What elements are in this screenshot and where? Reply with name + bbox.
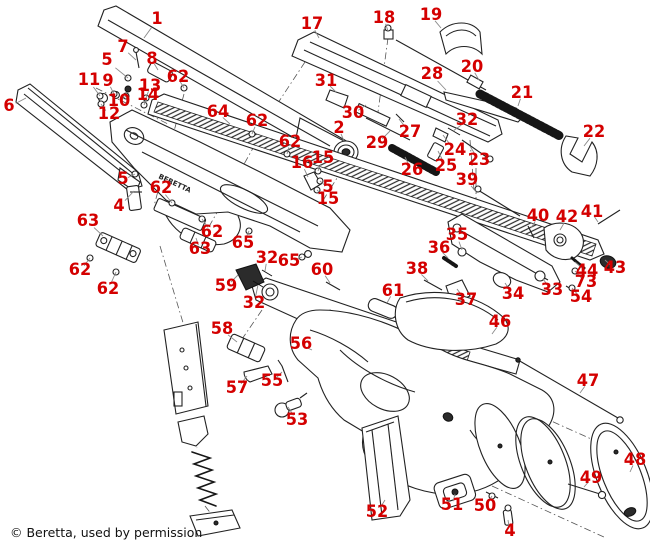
buttpad-drawing: [474, 403, 650, 530]
front-rail-drawing: [15, 83, 143, 193]
trigger-group-drawing: [423, 185, 621, 305]
magazine-drawing: [361, 415, 477, 521]
side-rails-drawing: [95, 227, 308, 418]
cheek-panel-drawing: [394, 292, 509, 351]
leader-lines: [15, 20, 634, 528]
recoil-assembly-drawing: [383, 22, 598, 177]
magazine-internals-drawing: [163, 321, 241, 537]
receiver-drawing: BERETTA: [109, 109, 351, 253]
bolt-assembly-drawing: [291, 31, 503, 176]
top-rail-drawing: [147, 93, 605, 261]
cleaning-rod-drawing: [515, 357, 624, 424]
copyright-notice: © Beretta, used by permission: [10, 525, 203, 540]
